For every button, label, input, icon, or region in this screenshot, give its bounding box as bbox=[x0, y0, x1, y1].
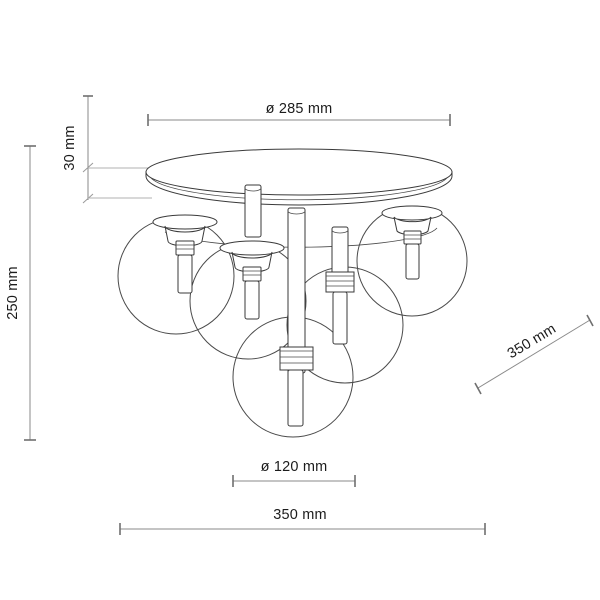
socket-collar-disc bbox=[152, 214, 218, 230]
dimension-overall-width-label: 350 mm bbox=[273, 507, 327, 523]
dimension-total-height: 250 mm bbox=[5, 145, 36, 441]
lamp-socket-bottom bbox=[279, 346, 314, 427]
rod-top-arc bbox=[244, 187, 262, 192]
tick-upper bbox=[586, 314, 594, 327]
bulb-body bbox=[332, 291, 348, 345]
ceiling-plate-top-face bbox=[145, 148, 453, 196]
ceiling-plate bbox=[145, 148, 453, 248]
dimension-globe-diameter: ø 120 mm bbox=[232, 459, 356, 487]
ceiling-plate-seam bbox=[150, 177, 448, 201]
bulb-body bbox=[177, 254, 193, 294]
socket-threads bbox=[325, 271, 355, 293]
lamp-socket-left bbox=[152, 214, 218, 294]
socket-cone bbox=[231, 251, 273, 273]
socket-collar-disc bbox=[219, 240, 285, 256]
dimension-overall-depth: 350 mm bbox=[474, 314, 594, 395]
bulb-body bbox=[287, 369, 304, 427]
dimension-globe-diameter-label: ø 120 mm bbox=[261, 459, 328, 475]
socket-threads bbox=[403, 230, 422, 245]
dimension-overall-depth-line bbox=[477, 319, 591, 389]
dimension-plate-height: 30 mm bbox=[62, 95, 152, 204]
lamp-socket-right-center bbox=[325, 226, 355, 345]
rod-top-arc bbox=[331, 229, 349, 234]
socket-threads bbox=[242, 266, 262, 282]
lamp-socket-right bbox=[381, 205, 443, 280]
dimension-plate-height-label: 30 mm bbox=[62, 125, 78, 170]
dimension-total-height-label: 250 mm bbox=[5, 266, 21, 320]
socket-cone bbox=[164, 225, 206, 247]
dimension-top-diameter: ø 285 mm bbox=[147, 101, 451, 126]
rod-body bbox=[244, 184, 262, 238]
socket-collar-disc bbox=[381, 205, 443, 221]
bulb-body bbox=[405, 243, 420, 280]
suspension-rod-a bbox=[244, 184, 262, 238]
rod-top-arc bbox=[287, 210, 306, 215]
socket-threads bbox=[175, 240, 195, 256]
dimension-overall-depth-label: 350 mm bbox=[505, 321, 559, 362]
dimension-overall-width: 350 mm bbox=[119, 507, 486, 535]
bulb-body bbox=[244, 280, 260, 320]
lamp-socket-left-center bbox=[219, 240, 285, 320]
tick-lower bbox=[474, 382, 482, 395]
dimension-top-diameter-label: ø 285 mm bbox=[266, 101, 333, 117]
rod-body bbox=[331, 226, 349, 278]
socket-threads bbox=[279, 346, 314, 371]
